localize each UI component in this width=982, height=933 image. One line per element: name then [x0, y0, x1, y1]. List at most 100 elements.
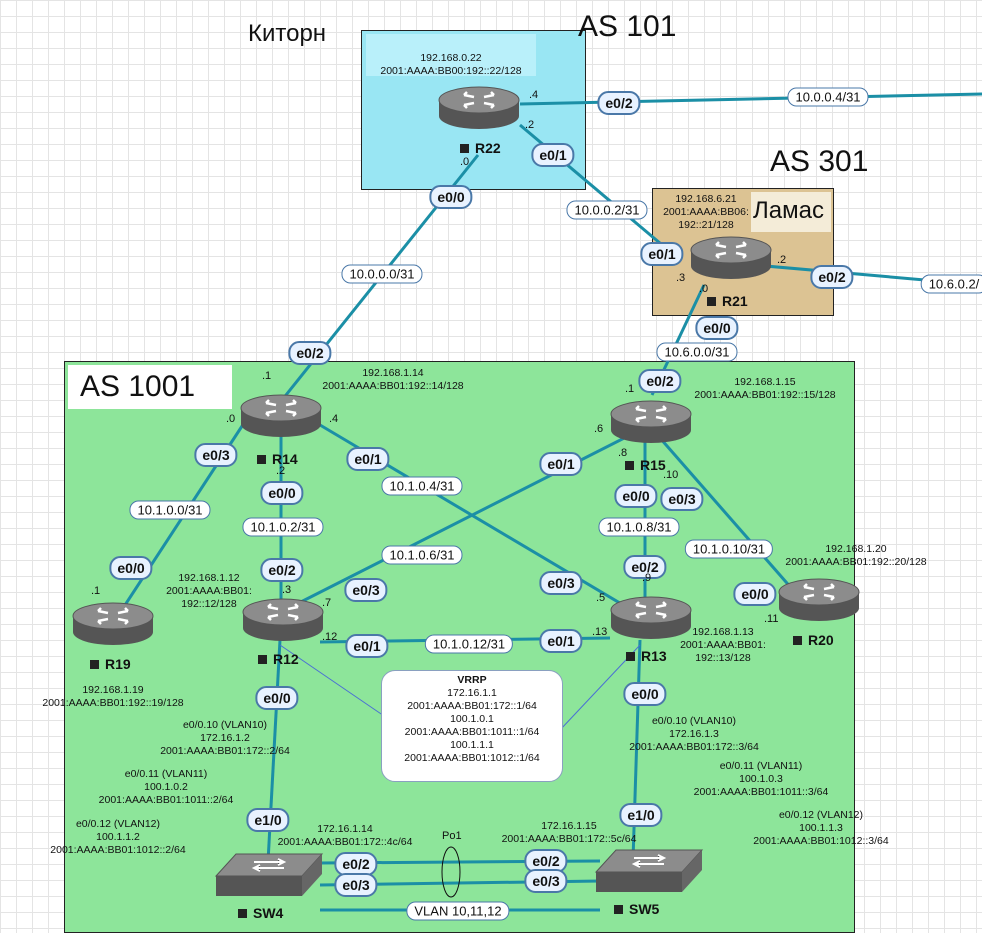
net-10-1-0-6: 10.1.0.6/31 — [381, 545, 463, 565]
net-10-0-0-0: 10.0.0.0/31 — [341, 264, 423, 284]
net-10-0-0-4: 10.0.0.4/31 — [787, 87, 869, 107]
port-r14-e01: e0/1 — [346, 447, 390, 471]
subif-line: 100.1.1.2 — [96, 831, 140, 843]
net-10-1-0-10: 10.1.0.10/31 — [684, 539, 774, 559]
subif-line: 2001:AAAA:BB01:172::3/64 — [629, 741, 759, 753]
node-marker-icon — [257, 455, 266, 464]
router-name-r15: R15 — [625, 457, 666, 473]
host-octet: .0 — [226, 413, 236, 425]
subif-line: 2001:AAAA:BB01:1012::2/64 — [50, 844, 186, 856]
port-r22-e01: e0/1 — [531, 143, 575, 167]
host-octet: .1 — [625, 383, 635, 395]
ipv4: 192.168.1.15 — [734, 376, 796, 388]
r13-subifs: e0/0.10 (VLAN10) 172.16.1.3 2001:AAAA:BB… — [629, 715, 759, 754]
net-10-0-0-2: 10.0.0.2/31 — [566, 200, 648, 220]
vrrp-line: 2001:AAAA:BB01:1011::1/64 — [404, 726, 540, 738]
port-r14-e00: e0/0 — [260, 481, 304, 505]
switch-label: SW5 — [629, 901, 660, 917]
po1-ellipse — [441, 846, 461, 898]
router-icon — [610, 400, 692, 443]
area-kitorn-as: AS 101 — [578, 10, 677, 43]
node-marker-icon — [614, 905, 623, 914]
host-octet: .4 — [529, 89, 539, 101]
ipv6: 192::12/128 — [181, 598, 237, 610]
area-main-label-bg — [68, 365, 232, 409]
port-r14-e03: e0/3 — [194, 443, 238, 467]
router-name-r22: R22 — [460, 140, 501, 156]
host-octet: .7 — [322, 597, 332, 609]
vrrp-title: VRRP — [457, 674, 487, 686]
net-10-1-0-4: 10.1.0.4/31 — [381, 476, 463, 496]
router-name-r21: R21 — [707, 293, 748, 309]
host-octet: .8 — [618, 447, 628, 459]
host-octet: .11 — [764, 613, 779, 625]
subif-line: e0/0.11 (VLAN11) — [719, 760, 803, 772]
vrrp-box: VRRP 172.16.1.1 2001:AAAA:BB01:172::1/64… — [381, 670, 563, 782]
ipv6: 192::13/128 — [695, 652, 751, 664]
area-lamas-label-bg — [751, 192, 831, 232]
port-r12-e01: e0/1 — [345, 634, 389, 658]
router-name-r14: R14 — [257, 451, 298, 467]
router-name-r13: R13 — [626, 648, 667, 664]
host-octet: .5 — [596, 592, 606, 604]
host-octet: .2 — [525, 119, 535, 131]
subif-line: 2001:AAAA:BB01:1012::3/64 — [753, 835, 889, 847]
net-vlan: VLAN 10,11,12 — [406, 901, 510, 921]
host-octet: .12 — [322, 631, 338, 643]
ipv4: 192.168.1.13 — [692, 626, 754, 638]
area-kitorn-title: Киторн — [248, 20, 327, 47]
router-label: R15 — [640, 457, 666, 473]
host-octet: .10 — [663, 469, 679, 481]
vrrp-line: 100.1.1.1 — [450, 739, 494, 751]
ipv6: 192::21/128 — [678, 219, 734, 231]
subif-line: 2001:AAAA:BB01:172::2/64 — [160, 745, 290, 757]
ipv6: 2001:AAAA:BB01:192::20/128 — [785, 556, 927, 568]
port-r15-e00: e0/0 — [614, 484, 658, 508]
host-octet: .0 — [699, 283, 709, 295]
vrrp-line: 100.1.0.1 — [450, 713, 494, 725]
node-marker-icon — [258, 655, 267, 664]
port-r21-e01: e0/1 — [640, 242, 684, 266]
router-name-r12: R12 — [258, 651, 299, 667]
net-10-1-0-12: 10.1.0.12/31 — [424, 634, 514, 654]
subif-line: e0/0.11 (VLAN11) — [124, 768, 208, 780]
ipv6: 2001:AAAA:BB01:192::19/128 — [42, 697, 184, 709]
host-octet: .9 — [642, 572, 652, 584]
port-r13-e03: e0/3 — [539, 571, 583, 595]
router-icon — [438, 86, 520, 129]
ipv6: 2001:AAAA:BB01:172::5c/64 — [501, 833, 637, 845]
ipv6: 2001:AAAA:BB01: — [680, 639, 766, 651]
net-10-1-0-8: 10.1.0.8/31 — [598, 517, 680, 537]
area-main-as: AS 1001 — [80, 370, 196, 403]
host-octet: .3 — [676, 272, 686, 284]
switch-name-sw5: SW5 — [614, 901, 659, 917]
port-r15-e03: e0/3 — [660, 487, 704, 511]
port-r13-e01: e0/1 — [539, 629, 583, 653]
ipv4: 192.168.1.12 — [178, 572, 240, 584]
router-label: R21 — [722, 293, 748, 309]
node-marker-icon — [707, 297, 716, 306]
port-r21-e00: e0/0 — [695, 316, 739, 340]
host-octet: .3 — [282, 584, 292, 596]
r12-subifs-12: e0/0.12 (VLAN12) 100.1.1.2 2001:AAAA:BB0… — [50, 818, 185, 857]
r12-subifs-11: e0/0.11 (VLAN11) 100.1.0.2 2001:AAAA:BB0… — [99, 768, 234, 807]
area-kitorn-header — [366, 34, 536, 76]
port-r15-e02: e0/2 — [638, 369, 682, 393]
node-marker-icon — [238, 909, 247, 918]
node-marker-icon — [625, 461, 634, 470]
host-octet: .2 — [777, 254, 787, 266]
ipv6: 2001:AAAA:BB01:172::4c/64 — [277, 836, 413, 848]
ipv4: 192.168.1.19 — [82, 684, 144, 696]
router-label: R14 — [272, 451, 298, 467]
router-icon — [240, 394, 322, 437]
host-octet: .6 — [594, 423, 604, 435]
port-r12-e03: e0/3 — [344, 578, 388, 602]
port-r13-e00: e0/0 — [623, 682, 667, 706]
router-label: R19 — [105, 656, 131, 672]
host-octet: .1 — [262, 370, 272, 382]
